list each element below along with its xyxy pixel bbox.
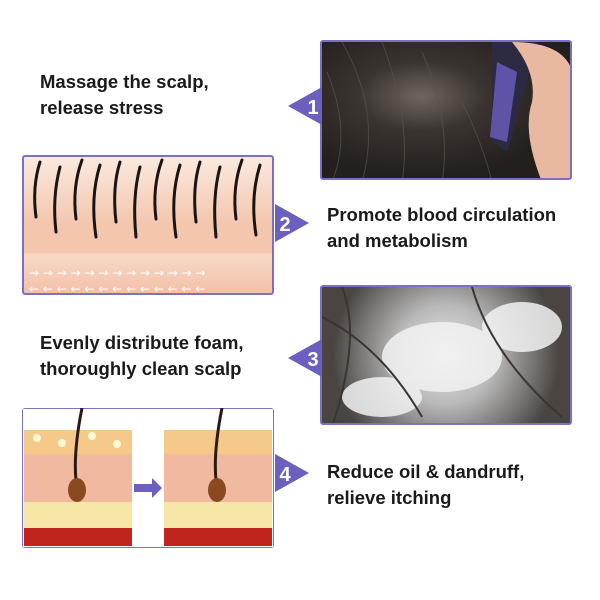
step-4-number: 4 [279,464,291,486]
feature-3-line2: thoroughly clean scalp [40,358,242,379]
foam-image [320,285,572,425]
oil-dandruff-image [22,408,274,548]
step-4-badge: 4 [275,454,309,492]
feature-1-line2: release stress [40,97,164,118]
step-1-number: 1 [307,97,318,119]
feature-2-text: Promote blood circulation and metabolism [327,202,556,254]
step-3-number: 3 [307,349,318,371]
feature-3-text: Evenly distribute foam, thoroughly clean… [40,330,244,382]
feature-1-line1: Massage the scalp, [40,71,209,92]
step-2-number: 2 [279,214,290,236]
foam-hair-illustration [322,287,563,423]
hair-follicles-illustration: → → → → → → → → → → → → → ← ← ← ← ← ← ← … [29,158,262,295]
blood-circulation-image: → → → → → → → → → → → → → ← ← ← ← ← ← ← … [22,155,274,295]
before-after-illustration [22,408,274,548]
feature-2-line1: Promote blood circulation [327,204,557,225]
feature-1-text: Massage the scalp, release stress [40,69,209,121]
arrow-icon [134,478,162,498]
svg-text:→ → → → → → → → → → → → →: → → → → → → → → → → → → → [29,266,205,280]
feature-4-text: Reduce oil & dandruff, relieve itching [327,459,524,511]
step-3-badge: 3 [288,339,322,377]
feature-3-line1: Evenly distribute foam, [40,332,244,353]
scalp-massage-image [320,40,572,180]
feature-4-line1: Reduce oil & dandruff, [327,461,525,482]
feature-4-line2: relieve itching [327,487,452,508]
hair-brush-illustration [326,42,570,178]
step-1-badge: 1 [288,87,322,125]
feature-2-line2: and metabolism [327,230,468,251]
svg-text:← ← ← ← ← ← ← ← ← ← ← ← ←: ← ← ← ← ← ← ← ← ← ← ← ← ← [29,282,205,295]
step-2-badge: 2 [275,204,309,242]
